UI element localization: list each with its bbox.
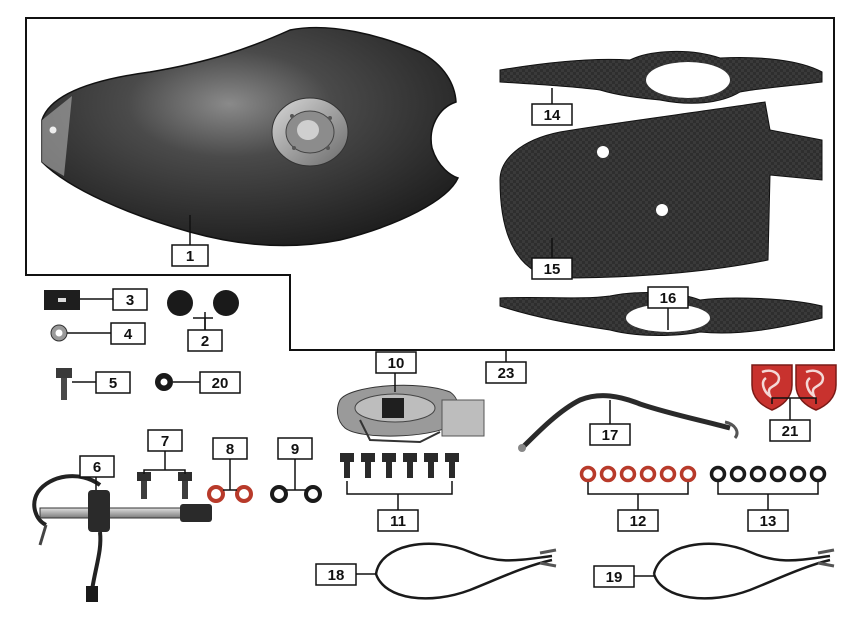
callout-box-17: 17 <box>589 423 631 446</box>
fuel-pump-part <box>336 384 485 444</box>
leader-line-9 <box>286 458 306 491</box>
cable-loop-part-19 <box>652 542 835 600</box>
svg-text:5: 5 <box>109 375 117 392</box>
svg-text:3: 3 <box>126 292 134 309</box>
black-washer-pair-part-9 <box>270 485 322 503</box>
callout-box-19: 19 <box>593 565 635 588</box>
callout-box-18: 18 <box>315 563 357 586</box>
callout-box-3: 3 <box>112 288 148 311</box>
callout-box-21: 21 <box>769 419 811 442</box>
fuel-tank-part <box>41 26 460 247</box>
svg-text:17: 17 <box>602 427 619 444</box>
svg-text:15: 15 <box>544 261 561 278</box>
svg-text:2: 2 <box>201 333 209 350</box>
svg-text:12: 12 <box>630 513 647 530</box>
bolt-part-5 <box>56 368 72 400</box>
svg-text:4: 4 <box>124 326 133 343</box>
callout-box-7: 7 <box>147 429 183 452</box>
leader-line-8 <box>223 458 237 491</box>
callout-box-4: 4 <box>110 322 146 345</box>
callout-box-6: 6 <box>79 455 115 478</box>
leader-line-21 <box>771 397 817 420</box>
callout-box-15: 15 <box>531 257 573 280</box>
callout-box-16: 16 <box>647 286 689 309</box>
svg-text:14: 14 <box>544 107 561 124</box>
callout-box-12: 12 <box>617 509 659 532</box>
rubber-cushion-pair-part <box>167 290 239 316</box>
svg-text:1: 1 <box>186 248 194 265</box>
svg-text:13: 13 <box>760 513 777 530</box>
leader-line-11 <box>346 481 453 510</box>
bolt-pair-part-7 <box>137 472 192 499</box>
callout-box-9: 9 <box>277 437 313 460</box>
assembly-group-outline <box>25 17 835 351</box>
svg-text:6: 6 <box>93 459 101 476</box>
washer-part-4 <box>50 324 68 342</box>
callout-box-13: 13 <box>747 509 789 532</box>
fuel-hose-part-17 <box>518 393 739 452</box>
svg-text:10: 10 <box>388 355 405 372</box>
svg-text:21: 21 <box>782 423 799 440</box>
grommet-part-20 <box>155 373 173 391</box>
carbon-side-cover-upper <box>499 51 823 104</box>
leader-line-13 <box>717 482 819 510</box>
svg-text:16: 16 <box>660 290 677 307</box>
red-o-ring-set-part-12 <box>579 465 697 483</box>
rubber-pad-part <box>44 290 80 310</box>
callout-box-8: 8 <box>212 437 248 460</box>
callout-box-23: 23 <box>485 361 527 384</box>
svg-text:19: 19 <box>606 569 623 586</box>
callout-box-14: 14 <box>531 103 573 126</box>
leader-line-2 <box>193 317 213 330</box>
svg-text:7: 7 <box>161 433 169 450</box>
svg-text:9: 9 <box>291 441 299 458</box>
leader-line-12 <box>587 482 689 510</box>
svg-text:8: 8 <box>226 441 234 458</box>
leader-line-7 <box>143 450 186 474</box>
callout-box-10: 10 <box>375 351 417 374</box>
bolt-set-part-11 <box>340 453 459 478</box>
black-o-ring-set-part-13 <box>709 465 827 483</box>
callout-box-2: 2 <box>187 329 223 352</box>
callout-box-20: 20 <box>199 371 241 394</box>
callout-box-1: 1 <box>171 244 209 267</box>
callout-box-11: 11 <box>377 509 419 532</box>
carbon-under-tray <box>499 101 823 279</box>
svg-text:18: 18 <box>328 567 345 584</box>
callout-box-5: 5 <box>95 371 131 394</box>
svg-text:23: 23 <box>498 365 515 382</box>
svg-text:11: 11 <box>390 513 406 530</box>
cable-loop-part-18 <box>374 542 557 600</box>
red-washer-pair-part-8 <box>207 485 253 503</box>
svg-text:20: 20 <box>212 375 229 392</box>
